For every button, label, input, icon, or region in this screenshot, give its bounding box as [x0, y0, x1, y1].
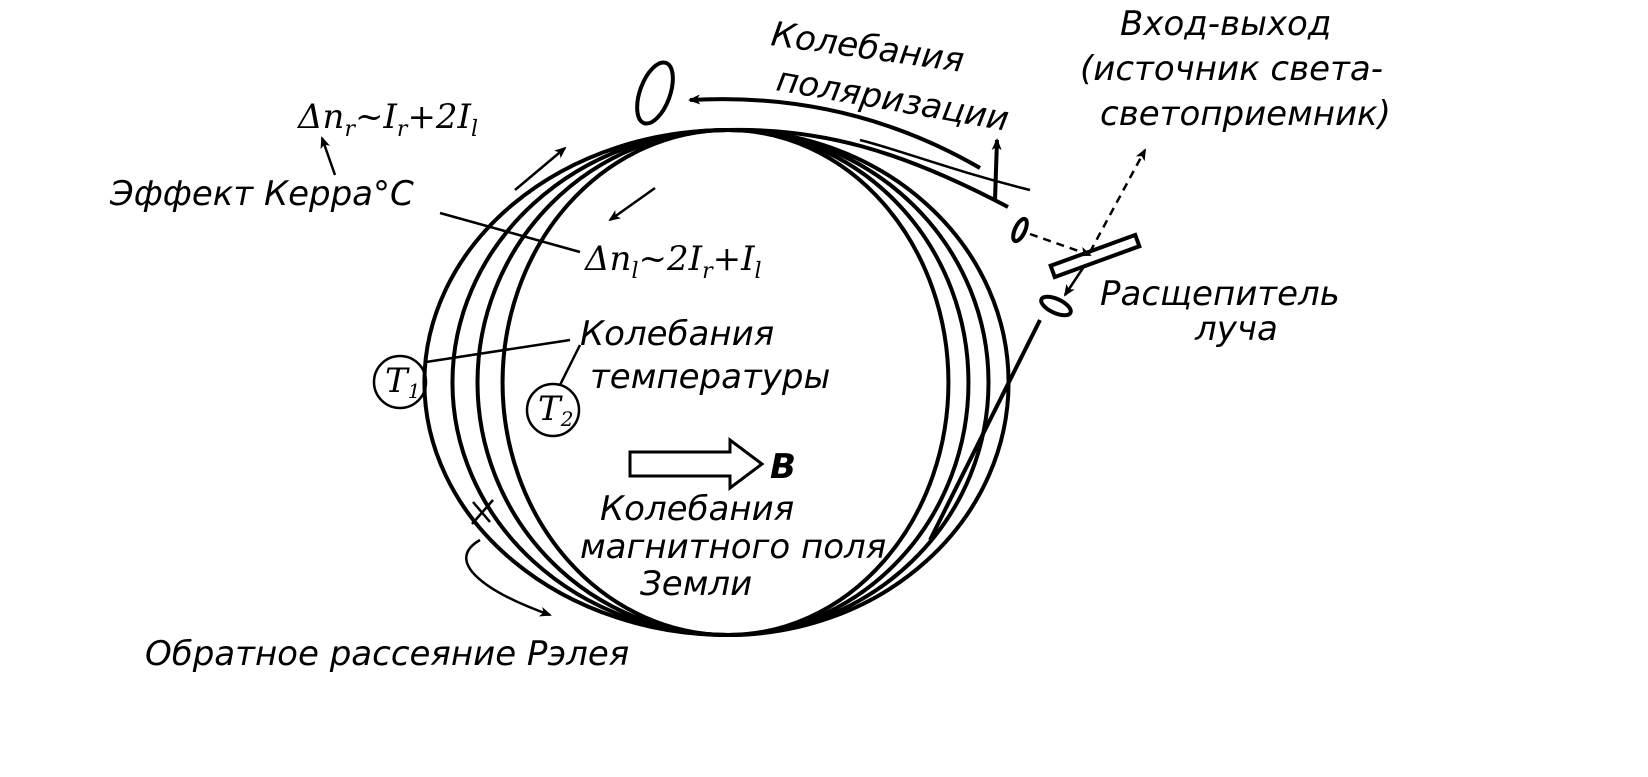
- t2-label: T2: [538, 389, 573, 431]
- fiber-lead-top: [727, 127, 1009, 209]
- kerr-arrow: [320, 136, 337, 176]
- polarization-ellipse-icon: [635, 60, 675, 126]
- lens-bottom-icon: [1039, 294, 1073, 318]
- svg-text:температуры: температуры: [590, 357, 830, 397]
- splitter-label: Расщепитель луча: [1100, 274, 1340, 349]
- polarization-arrow: [688, 94, 982, 170]
- io-label: Вход-выход (источник света- светоприемни…: [1080, 4, 1391, 134]
- rayleigh-label: Обратное рассеяние Рэлея: [145, 634, 629, 674]
- magnetic-label: Колебания магнитного поля Земли: [580, 489, 886, 604]
- fiber-lead-top-2: [859, 138, 1031, 192]
- lens-top-icon: [1011, 216, 1029, 244]
- cw-arrow: [514, 146, 567, 191]
- svg-text:магнитного поля: магнитного поля: [580, 527, 886, 567]
- t2-leader: [558, 344, 582, 386]
- svg-text:(источник света-: (источник света-: [1080, 49, 1383, 89]
- beam-splitter-icon: [1048, 232, 1142, 280]
- svg-text:Колебания: Колебания: [600, 489, 794, 529]
- splitter-lens-arrow: [1063, 264, 1087, 297]
- t1-circle: [372, 354, 428, 410]
- up-arrow: [991, 138, 1002, 201]
- polarization-label: Колебания поляризации: [769, 14, 1012, 139]
- dashed-beam-2: [1088, 148, 1147, 253]
- t1-label: T1: [385, 361, 420, 403]
- rayleigh-scatter-mark: [471, 499, 494, 525]
- dn-l-formula: Δnl~2Ir+Il: [583, 239, 762, 284]
- svg-text:Вход-выход: Вход-выход: [1120, 4, 1331, 44]
- temperature-label: Колебания температуры: [580, 314, 830, 397]
- dashed-beam-1: [1029, 232, 1092, 257]
- fiber-lead-bottom: [928, 319, 1042, 541]
- ccw-arrow: [608, 186, 656, 222]
- fiber-coil: [422, 128, 1011, 637]
- svg-text:луча: луча: [1194, 309, 1278, 349]
- svg-text:Колебания: Колебания: [580, 314, 774, 354]
- t2-circle: [525, 382, 581, 438]
- rayleigh-arrow: [465, 538, 552, 617]
- b-label: B: [770, 447, 796, 487]
- magnetic-field-arrow: [628, 437, 765, 491]
- dn-r-formula: Δnr~Ir+2Il: [296, 97, 478, 142]
- svg-text:Земли: Земли: [640, 564, 752, 604]
- t1-leader: [425, 338, 571, 364]
- svg-text:Расщепитель: Расщепитель: [1100, 274, 1340, 314]
- kerr-leader: [439, 211, 581, 254]
- svg-text:светоприемник): светоприемник): [1100, 94, 1391, 134]
- kerr-label: Эффект Керра°C: [109, 174, 414, 214]
